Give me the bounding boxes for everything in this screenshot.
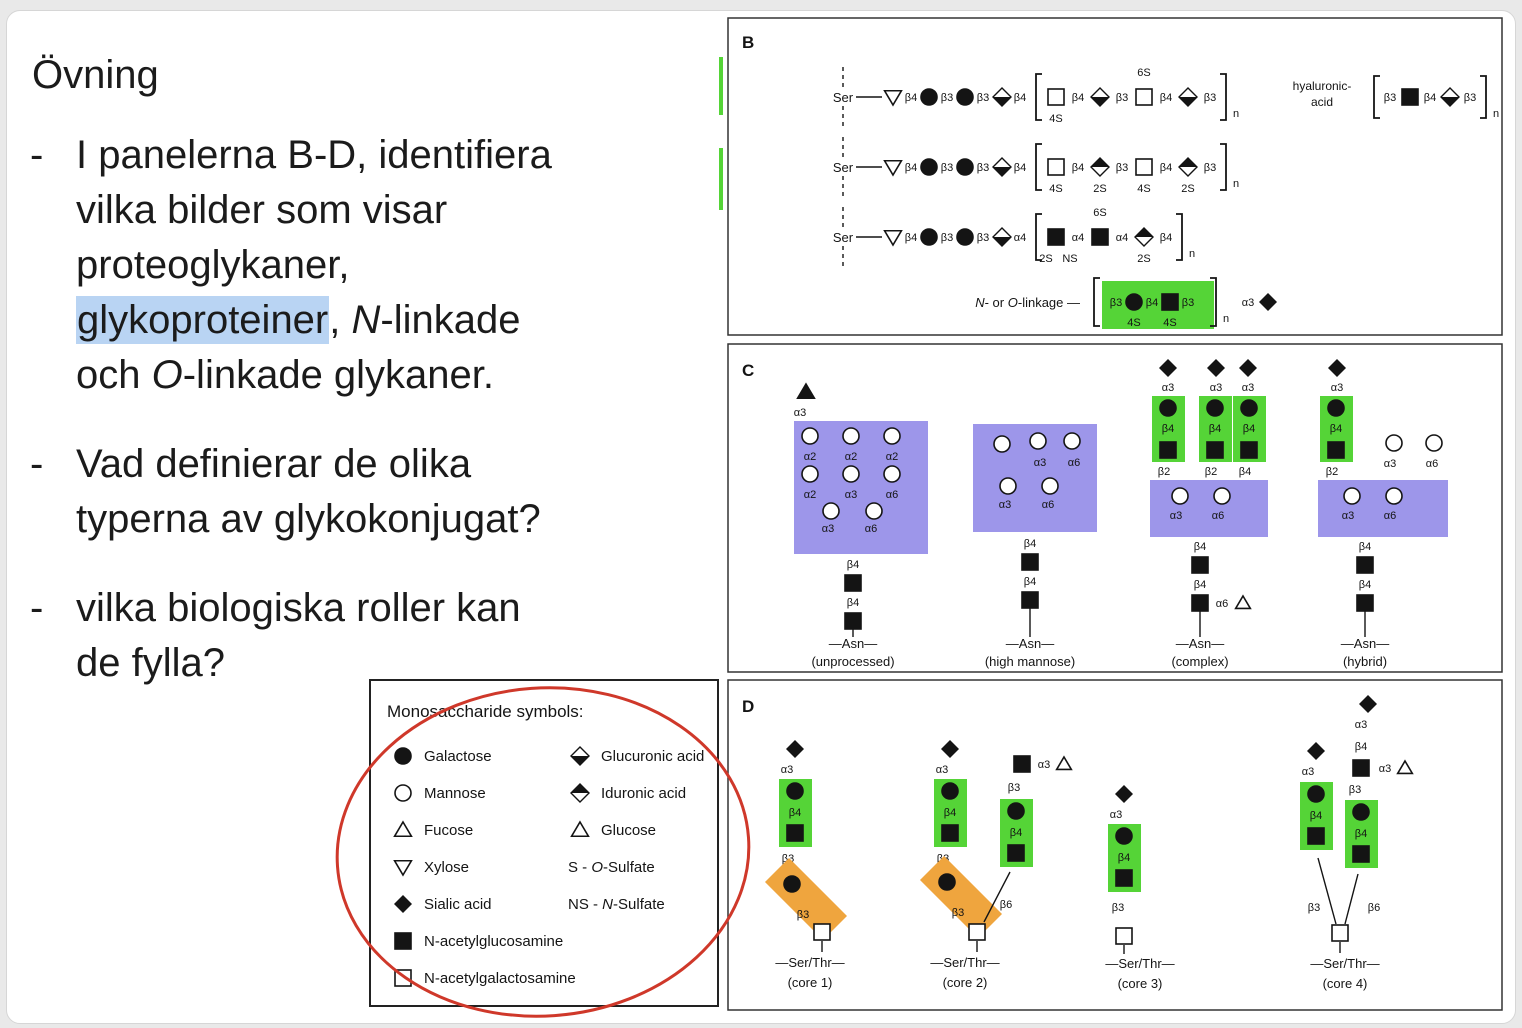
exercise-bullet: -vilka biologiska roller kan de fylla? bbox=[30, 581, 722, 691]
exercise-title: Övning bbox=[32, 53, 159, 97]
bullet-text: vilka biologiska roller kan de fylla? bbox=[76, 581, 722, 691]
bullet-marker: - bbox=[30, 133, 44, 177]
text-run: O bbox=[151, 353, 183, 397]
text-run: -linkade bbox=[380, 298, 521, 342]
text-run: Vad definierar de olika bbox=[76, 442, 472, 486]
highlighted-word: glykoproteiner bbox=[76, 296, 330, 344]
text-run: I panelerna B-D, identifiera bbox=[76, 133, 552, 177]
text-run: och bbox=[76, 353, 152, 397]
text-run: vilka bilder som visar bbox=[76, 188, 448, 232]
text-run: de fylla? bbox=[76, 641, 225, 685]
text-run: -linkade glykaner. bbox=[182, 353, 495, 397]
text-run: N bbox=[351, 298, 381, 342]
bullet-text: I panelerna B-D, identifiera vilka bilder… bbox=[76, 128, 722, 403]
exercise-bullet: -Vad definierar de olika typerna av glyko… bbox=[30, 437, 722, 547]
text-run: vilka biologiska roller kan bbox=[76, 586, 521, 630]
bullet-marker: - bbox=[30, 586, 44, 630]
text-run: typerna av glykokonjugat? bbox=[76, 497, 541, 541]
bullet-marker: - bbox=[30, 442, 44, 486]
exercise-bullet: -I panelerna B-D, identifiera vilka bilde… bbox=[30, 128, 722, 403]
bullet-text: Vad definierar de olika typerna av glykok… bbox=[76, 437, 722, 547]
text-run: proteoglykaner, bbox=[76, 243, 350, 287]
text-run: , bbox=[329, 298, 352, 342]
